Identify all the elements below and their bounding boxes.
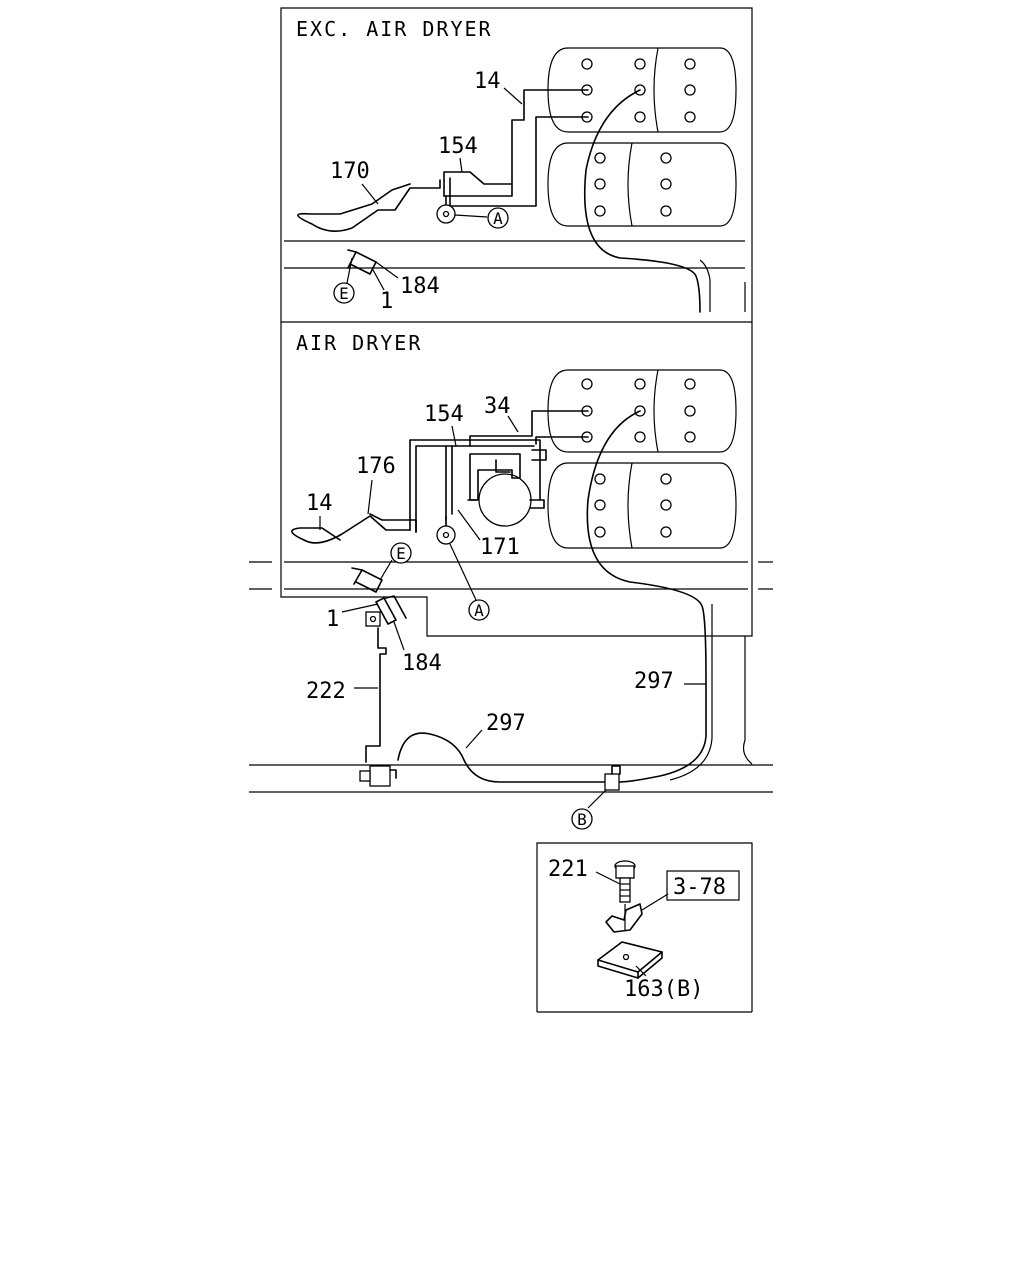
section-heading-air-dryer: AIR DRYER	[296, 331, 422, 355]
svg-text:E: E	[396, 544, 406, 563]
connector-184-mid	[351, 559, 393, 593]
pipe-14-top	[443, 89, 589, 207]
part-label-34: 34	[484, 394, 511, 419]
part-label-297-right: 297	[634, 669, 674, 694]
part-label-170: 170	[330, 159, 370, 184]
callout-a-top: A	[487, 207, 509, 229]
reference-3-78: 3-78	[673, 875, 726, 900]
part-label-184-bottom: 184	[402, 651, 442, 676]
part-label-154-mid: 154	[424, 402, 464, 427]
bolt-221	[614, 860, 636, 930]
part-label-171: 171	[480, 535, 520, 560]
valve-a-top	[436, 195, 488, 224]
pipe-154-mid	[409, 439, 541, 533]
part-label-176: 176	[356, 454, 396, 479]
pipe-222	[365, 627, 387, 763]
callout-e-mid: E	[390, 542, 412, 564]
svg-text:A: A	[493, 209, 503, 228]
part-label-222: 222	[306, 679, 346, 704]
connector-184-top	[347, 249, 399, 279]
callout-a-mid: A	[468, 599, 490, 621]
part-label-14-mid: 14	[306, 491, 333, 516]
air-tank-lower-mid	[547, 462, 737, 549]
air-tank-lower-top	[547, 142, 737, 227]
frame-rail-top	[284, 240, 745, 269]
svg-text:E: E	[339, 284, 349, 303]
part-label-1: 1	[380, 289, 393, 314]
callout-b-bottom: B	[571, 808, 593, 830]
part-label-297-bottom: 297	[486, 711, 526, 736]
frame-rail-mid	[249, 561, 773, 590]
svg-text:B: B	[577, 810, 587, 829]
svg-text:A: A	[474, 601, 484, 620]
connector-184-bottom	[365, 595, 407, 627]
part-label-184: 184	[400, 274, 440, 299]
tee-fitting-b	[587, 765, 621, 809]
clamp-bracket	[605, 893, 669, 933]
part-label-163b: 163(B)	[624, 977, 703, 1002]
valve-block-bottom	[359, 765, 397, 787]
reference-box	[666, 870, 740, 901]
plate-163b	[597, 941, 663, 979]
callout-e-top: E	[333, 257, 355, 304]
part-label-221: 221	[548, 857, 588, 882]
frame-rail-bottom	[249, 764, 773, 793]
pipe-297-top	[583, 89, 746, 313]
part-label-14: 14	[474, 69, 501, 94]
pipe-170	[297, 179, 441, 232]
air-dryer-unit	[467, 449, 547, 527]
pipe-297-bottom	[397, 732, 605, 783]
section-heading-exc-air-dryer: EXC. AIR DRYER	[296, 17, 493, 41]
pipe-154-top	[443, 171, 513, 207]
part-label-154: 154	[438, 134, 478, 159]
detail-frame	[536, 842, 753, 1013]
main-frame	[280, 7, 753, 637]
valve-a-mid	[436, 515, 477, 601]
pipe-176	[291, 513, 417, 544]
pipe-297-right	[586, 410, 753, 783]
part-label-1-bottom: 1	[326, 607, 339, 632]
